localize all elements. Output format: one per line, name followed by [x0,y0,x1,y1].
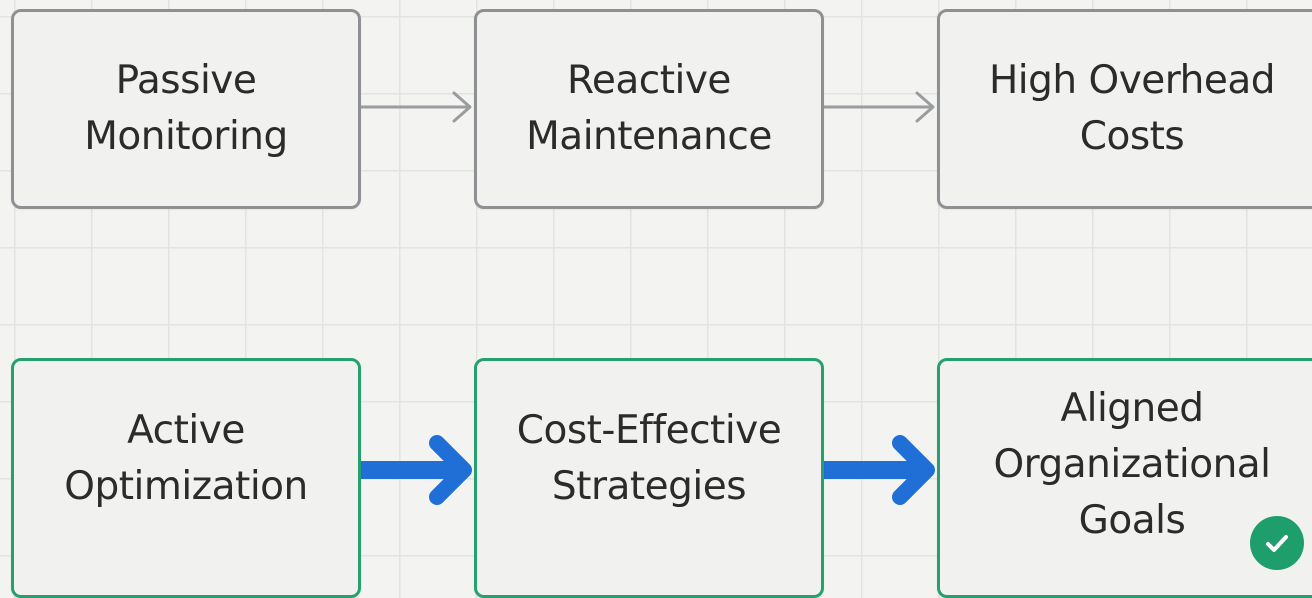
legacy-arrow-2 [824,91,935,123]
node-label: Cost-Effective Strategies [516,408,782,509]
aligned-organizational-goals-node: Aligned Organizational Goals [937,358,1312,598]
checkmark-glyph [1266,535,1288,552]
modern-arrow-1 [361,435,472,505]
node-label: Passive Monitoring [84,58,288,159]
node-label: Aligned Organizational Goals [993,386,1271,543]
legacy-arrow-1 [361,91,472,123]
reactive-maintenance-node: Reactive Maintenance [474,9,824,209]
node-label: Reactive Maintenance [526,58,772,159]
check-circle-icon [1250,516,1304,570]
modern-arrow-2 [824,435,935,505]
node-label: High Overhead Costs [988,58,1276,159]
active-optimization-node: Active Optimization [11,358,361,598]
cost-effective-strategies-node: Cost-Effective Strategies [474,358,824,598]
passive-monitoring-node: Passive Monitoring [11,9,361,209]
connector-layer [361,91,935,505]
flow-diagram: Passive Monitoring Reactive Maintenance … [11,9,1312,598]
high-overhead-costs-node: High Overhead Costs [937,9,1312,209]
node-label: Active Optimization [64,408,308,509]
